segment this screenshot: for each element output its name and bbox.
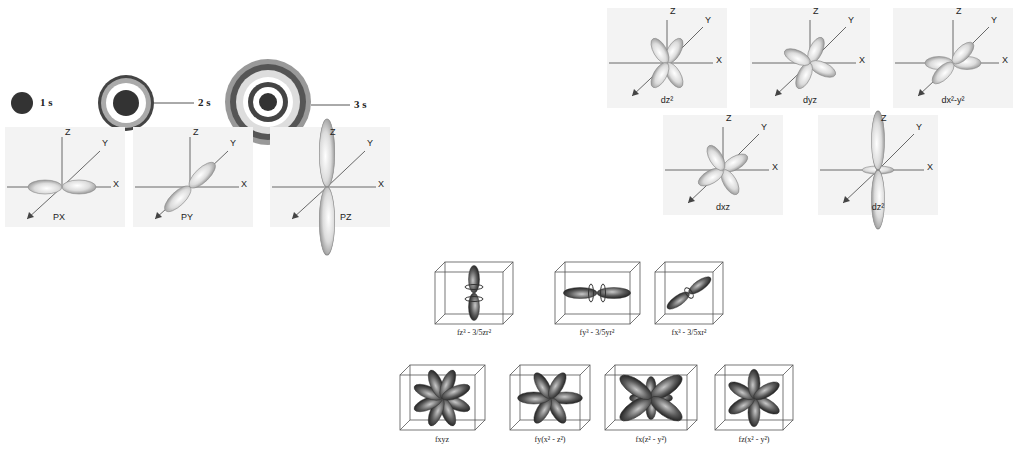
axis-label: X bbox=[1002, 56, 1008, 65]
orbital-name: fz(x² - y²) bbox=[738, 436, 769, 444]
f-orbital-cube bbox=[400, 365, 485, 430]
orbital-name: dz² bbox=[872, 203, 885, 212]
orbital-name: PX bbox=[53, 213, 65, 222]
axis-label: X bbox=[716, 56, 722, 65]
f-orbital-cube bbox=[435, 262, 513, 324]
orbital-name: dyz bbox=[803, 96, 817, 105]
d-orbital-panel bbox=[607, 8, 727, 108]
axis-label: Y bbox=[367, 139, 373, 148]
orbital-name: PY bbox=[181, 213, 193, 222]
axis-label: Y bbox=[102, 139, 108, 148]
d-orbital-panel bbox=[750, 8, 870, 108]
orbital-name: fx(z² - y²) bbox=[635, 436, 666, 444]
axis-label: Z bbox=[193, 128, 199, 137]
axis-label: X bbox=[241, 180, 247, 189]
orbital-name: dx²-y² bbox=[942, 96, 965, 105]
orbital-name: fy(x² - z²) bbox=[534, 436, 565, 444]
f-orbital-cube bbox=[655, 262, 723, 324]
f-orbital-cube bbox=[555, 262, 640, 324]
d-orbital-panel bbox=[818, 111, 938, 229]
axis-label: X bbox=[378, 180, 384, 189]
axis-label: X bbox=[859, 56, 865, 65]
axis-label: Z bbox=[65, 128, 71, 137]
axis-label: Z bbox=[670, 7, 676, 16]
orbital-label: 1 s bbox=[40, 97, 53, 108]
p-orbital-panel bbox=[5, 127, 125, 227]
axis-label: Y bbox=[848, 16, 854, 25]
axis-label: Y bbox=[705, 16, 711, 25]
axis-label: Z bbox=[813, 7, 819, 16]
f-orbital-cube bbox=[715, 365, 793, 430]
axis-label: Y bbox=[991, 16, 997, 25]
axis-label: Y bbox=[916, 123, 922, 132]
orbital-name: fxyz bbox=[435, 436, 449, 444]
orbital-label: 2 s bbox=[198, 97, 211, 108]
p-orbital-panel bbox=[270, 119, 390, 255]
axis-label: Z bbox=[956, 7, 962, 16]
orbital-name: PZ bbox=[340, 213, 352, 222]
axis-label: X bbox=[927, 163, 933, 172]
d-orbital-panel bbox=[893, 8, 1013, 108]
p-orbital-panel bbox=[133, 127, 253, 227]
f-orbital-cube bbox=[510, 365, 590, 430]
axis-label: X bbox=[772, 163, 778, 172]
orbital-name: fx³ - 3/5xr² bbox=[671, 329, 706, 337]
axis-label: Z bbox=[726, 114, 732, 123]
orbital-label: 3 s bbox=[354, 99, 367, 110]
orbital-name: fy³ - 3/5yr² bbox=[579, 329, 614, 337]
axis-label: Y bbox=[230, 139, 236, 148]
axis-label: X bbox=[113, 180, 119, 189]
orbital-name: fz³ - 3/5zr² bbox=[457, 329, 491, 337]
d-orbital-panel bbox=[663, 115, 783, 215]
orbital-name: dz² bbox=[661, 96, 674, 105]
axis-label: Z bbox=[330, 128, 336, 137]
axis-label: Z bbox=[881, 114, 887, 123]
axis-label: Y bbox=[761, 123, 767, 132]
orbital-name: dxz bbox=[716, 203, 730, 212]
f-orbital-cube bbox=[605, 365, 697, 430]
